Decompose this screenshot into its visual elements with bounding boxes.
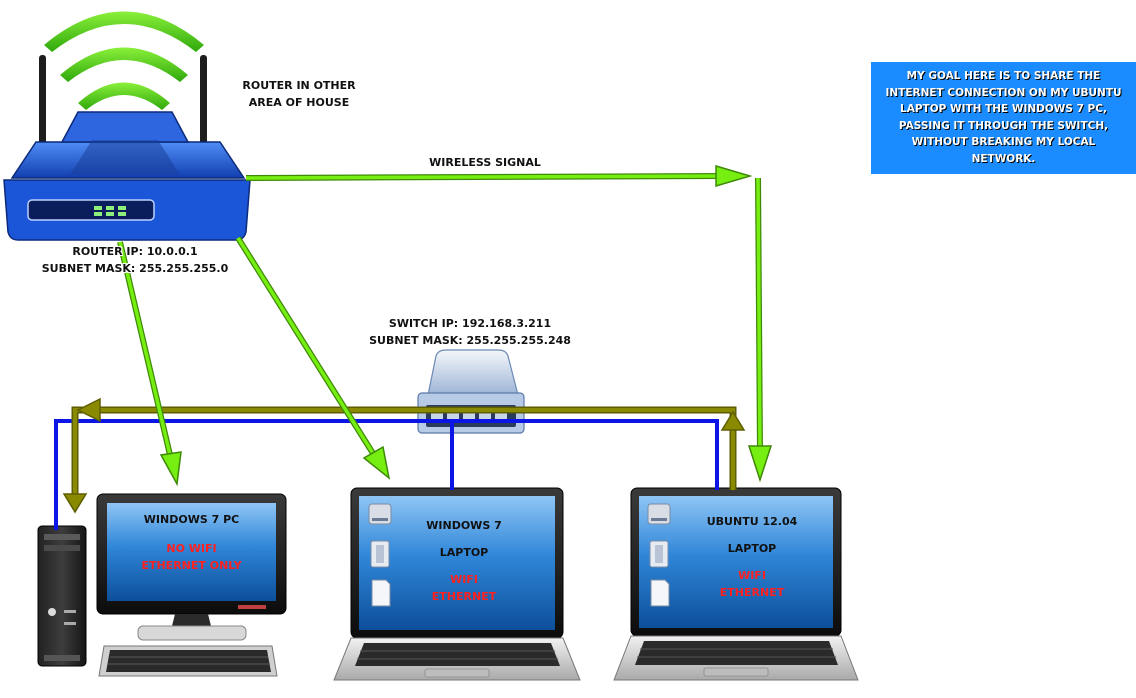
- shared-connection-arrow: [62, 397, 746, 514]
- desktop-pc-icon: [37, 493, 287, 677]
- windows-laptop-note-2: ETHERNET: [431, 590, 497, 603]
- router-ip-label: ROUTER IP: 10.0.0.1: [72, 245, 198, 258]
- wireless-arrow-router-to-windows-laptop: [235, 236, 391, 480]
- wireless-arrow-router-to-desktop: [117, 241, 182, 487]
- router-caption-line-2: AREA OF HOUSE: [248, 96, 350, 109]
- ubuntu-laptop-icon: [613, 487, 859, 681]
- desktop-screen-text: WINDOWS 7 PC NO WIFI ETHERNET ONLY: [107, 511, 276, 574]
- desktop-title: WINDOWS 7 PC: [143, 513, 240, 526]
- switch-mask-label: SUBNET MASK: 255.255.255.248: [369, 334, 571, 347]
- desktop-note-2: ETHERNET ONLY: [141, 559, 242, 572]
- windows-laptop-note-1: WIFI: [450, 573, 478, 586]
- wireless-arrows: [117, 164, 773, 487]
- desktop-note-1: NO WIFI: [166, 542, 217, 555]
- wireless-arrow-router-to-ubuntu: [245, 164, 773, 483]
- goal-note: MY GOAL HERE IS TO SHARE THE INTERNET CO…: [871, 62, 1136, 174]
- windows-laptop-icon: [333, 487, 581, 681]
- switch-ip-label: SWITCH IP: 192.168.3.211: [388, 317, 552, 330]
- ubuntu-laptop-title: UBUNTU 12.04: [706, 515, 798, 528]
- ubuntu-laptop-screen-text: UBUNTU 12.04 LAPTOP WIFI ETHERNET: [672, 513, 832, 601]
- ubuntu-laptop-note-2: ETHERNET: [719, 586, 785, 599]
- ethernet-cable-desktop: [54, 419, 452, 530]
- switch-address-label: SWITCH IP: 192.168.3.211 SUBNET MASK: 25…: [350, 315, 590, 349]
- wireless-signal-label: WIRELESS SIGNAL: [429, 156, 541, 169]
- ubuntu-laptop-note-1: WIFI: [738, 569, 766, 582]
- router-mask-label: SUBNET MASK: 255.255.255.0: [41, 262, 229, 275]
- ubuntu-laptop-subtitle: LAPTOP: [727, 542, 777, 555]
- windows-laptop-title: WINDOWS 7: [426, 519, 502, 532]
- router-icon: [3, 11, 251, 241]
- windows-laptop-screen-text: WINDOWS 7 LAPTOP WIFI ETHERNET: [384, 517, 544, 605]
- router-caption-line-1: ROUTER IN OTHER: [242, 79, 356, 92]
- router-address-label: ROUTER IP: 10.0.0.1 SUBNET MASK: 255.255…: [10, 243, 260, 277]
- ethernet-cables: [54, 419, 719, 530]
- goal-text: MY GOAL HERE IS TO SHARE THE INTERNET CO…: [885, 70, 1122, 165]
- windows-laptop-subtitle: LAPTOP: [439, 546, 489, 559]
- router-caption: ROUTER IN OTHER AREA OF HOUSE: [225, 77, 373, 111]
- ethernet-cable-switch-to-ubuntu: [452, 419, 719, 490]
